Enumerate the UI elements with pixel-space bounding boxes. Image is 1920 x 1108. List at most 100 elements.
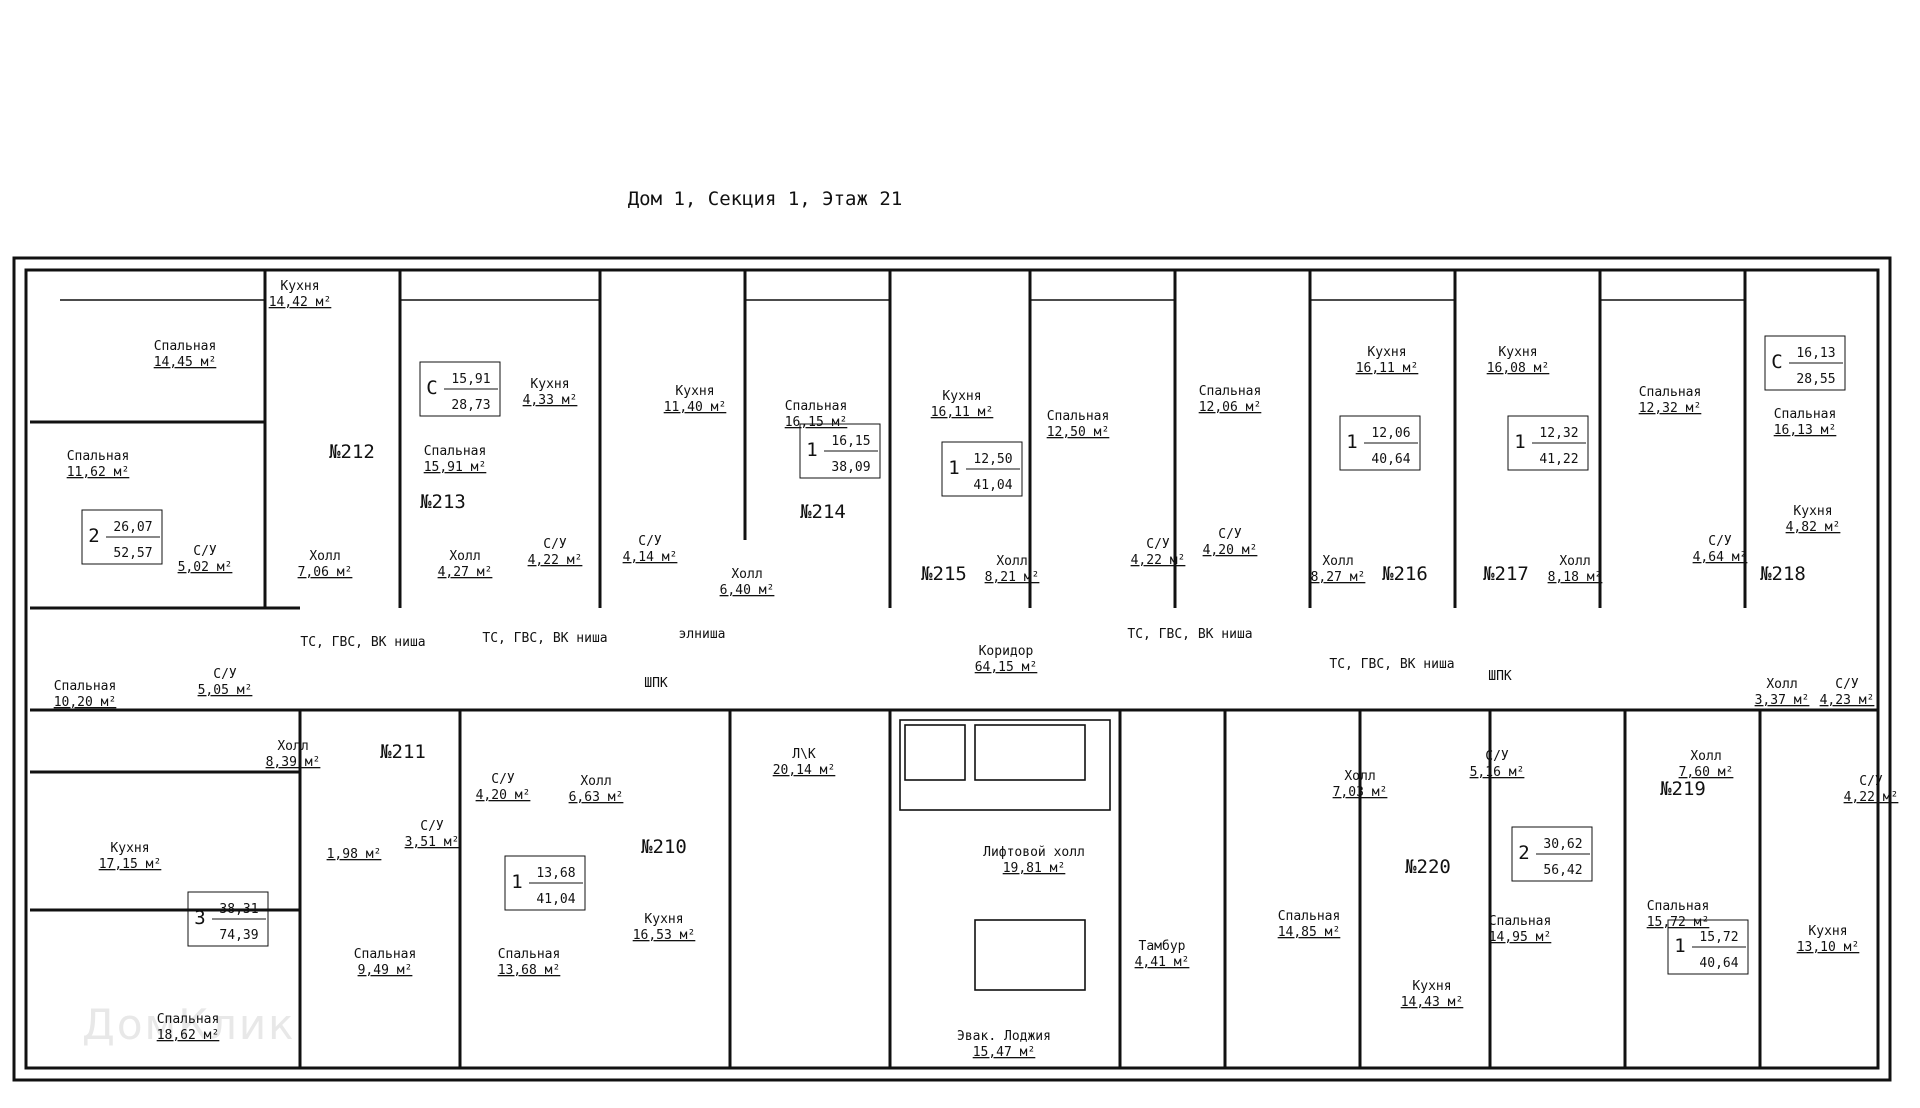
room-label: С/У4,14 м² (623, 534, 678, 565)
room-name: Холл (1559, 554, 1590, 569)
room-area: 1,98 м² (327, 847, 382, 862)
room-area: 4,33 м² (523, 393, 578, 408)
room-name: Кухня (110, 841, 149, 856)
room-name: С/У (543, 537, 567, 552)
room-name: Холл (996, 554, 1027, 569)
unit-total-area-211: 74,39 (219, 928, 258, 943)
room-area: 4,22 м² (528, 553, 583, 568)
room-area: 4,22 м² (1844, 790, 1899, 805)
room-name: Холл (731, 567, 762, 582)
room-name: Кухня (1808, 924, 1847, 939)
room-area: 4,22 м² (1131, 553, 1186, 568)
unit-total-area-217: 41,22 (1539, 452, 1578, 467)
room-area: 4,64 м² (1693, 550, 1748, 565)
room-name: Спальная (354, 947, 417, 962)
unit-rooms-210: 1 (511, 871, 522, 893)
room-name: Спальная (498, 947, 561, 962)
room-label: С/У5,02 м² (178, 544, 233, 575)
room-label: Л\К20,14 м² (773, 747, 836, 778)
room-name: Спальная (157, 1012, 220, 1027)
service-annotation: ШПК (1488, 669, 1512, 684)
room-area: 16,53 м² (633, 928, 696, 943)
unit-rooms-215: 1 (948, 457, 959, 479)
unit-rooms-214: 1 (806, 439, 817, 461)
service-annotation: ТС, ГВС, ВК ниша (1329, 657, 1454, 672)
room-area: 17,15 м² (99, 857, 162, 872)
room-area: 16,13 м² (1774, 423, 1837, 438)
room-area: 14,45 м² (154, 355, 217, 370)
room-area: 14,43 м² (1401, 995, 1464, 1010)
room-area: 8,27 м² (1311, 570, 1366, 585)
room-name: С/У (638, 534, 662, 549)
room-name: Спальная (67, 449, 130, 464)
unit-rooms-211: 3 (194, 907, 205, 929)
unit-total-area-216: 40,64 (1371, 452, 1410, 467)
unit-number-211: №211 (380, 741, 426, 763)
room-area: 4,27 м² (438, 565, 493, 580)
room-name: Тамбур (1139, 939, 1186, 954)
room-area: 20,14 м² (773, 763, 836, 778)
room-name: Спальная (154, 339, 217, 354)
unit-living-area-220: 30,62 (1543, 837, 1582, 852)
unit-number-216: №216 (1382, 563, 1428, 585)
room-name: С/У (1146, 537, 1170, 552)
room-label: С/У5,16 м² (1470, 749, 1525, 780)
room-name: Спальная (1647, 899, 1710, 914)
walls (12, 256, 1892, 1082)
room-label: С/У4,20 м² (1203, 527, 1258, 558)
room-name: С/У (1708, 534, 1732, 549)
room-name: Кухня (675, 384, 714, 399)
unit-number-210: №210 (641, 836, 687, 858)
unit-living-area-217: 12,32 (1539, 426, 1578, 441)
watermark: ДомКлик (82, 1000, 296, 1049)
room-label: С/У4,20 м² (476, 772, 531, 803)
room-area: 4,23 м² (1820, 693, 1875, 708)
room-label: С/У5,05 м² (198, 667, 253, 698)
room-name: Холл (580, 774, 611, 789)
room-area: 4,20 м² (1203, 543, 1258, 558)
room-area: 11,40 м² (664, 400, 727, 415)
room-area: 14,95 м² (1489, 930, 1552, 945)
unit-total-area-210: 41,04 (536, 892, 575, 907)
unit-rooms-212: 2 (88, 525, 99, 547)
room-name: С/У (1835, 677, 1859, 692)
room-area: 5,05 м² (198, 683, 253, 698)
room-area: 14,85 м² (1278, 925, 1341, 940)
unit-total-area-220: 56,42 (1543, 863, 1582, 878)
room-name: С/У (1485, 749, 1509, 764)
room-area: 8,21 м² (985, 570, 1040, 585)
unit-number-217: №217 (1483, 563, 1529, 585)
room-name: Холл (1344, 769, 1375, 784)
room-area: 16,15 м² (785, 415, 848, 430)
unit-living-area-211: 38,31 (219, 902, 258, 917)
room-area: 16,11 м² (1356, 361, 1419, 376)
room-area: 7,03 м² (1333, 785, 1388, 800)
room-label: С/У4,22 м² (1131, 537, 1186, 568)
room-label: С/У3,51 м² (405, 819, 460, 850)
service-annotation: элниша (679, 627, 726, 642)
room-name: С/У (213, 667, 237, 682)
room-name: Лифтовой холл (983, 845, 1085, 860)
